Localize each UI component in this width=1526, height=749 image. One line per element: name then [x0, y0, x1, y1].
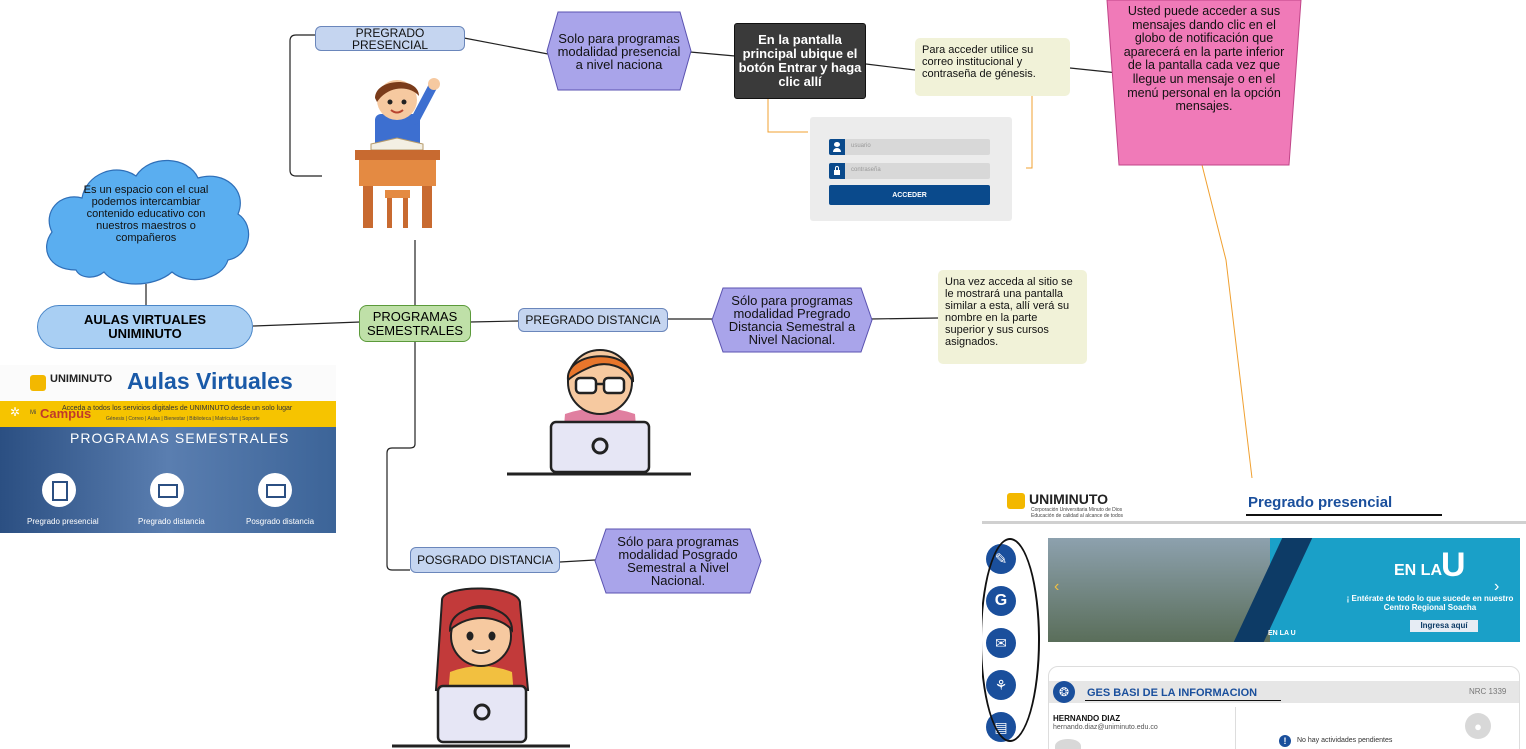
course-title[interactable]: GES BASI DE LA INFORMACION	[1087, 687, 1258, 699]
pink-box-shape	[1106, 0, 1302, 166]
portal-brand-sub2: Educación de calidad al alcance de todos	[1031, 513, 1124, 519]
student-desk-illustration	[355, 78, 440, 228]
login-form: usuario contraseña ACCEDER	[810, 117, 1012, 221]
banner-brand: UNIMINUTO	[50, 373, 113, 385]
main-title: AULAS VIRTUALES UNIMINUTO	[83, 312, 207, 341]
highlight-ellipse	[982, 538, 1040, 742]
pill-pregrado-presencial: PREGRADO PRESENCIAL	[315, 26, 465, 51]
cloud-text: Es un espacio con el cual podemos interc…	[83, 184, 209, 244]
note-distance-screen: Una vez acceda al sitio se le mostrará u…	[938, 270, 1087, 364]
slide-text: ¡ Entérate de todo lo que sucede en nues…	[1346, 594, 1514, 612]
portal-title-underline	[1246, 514, 1442, 516]
acceder-button[interactable]: ACCEDER	[829, 185, 990, 205]
slide-button[interactable]: Ingresa aquí	[1410, 620, 1478, 632]
slide-footer: EN LA U	[1268, 630, 1296, 637]
password-field[interactable]: contraseña	[829, 163, 990, 179]
campus-label: Campus	[40, 406, 92, 421]
hex-distancia-shape	[711, 287, 873, 353]
alert-icon: !	[1279, 735, 1291, 747]
portal-screenshot: UNIMINUTO Corporación Universitaria Minu…	[982, 488, 1526, 749]
course-nrc: NRC 1339	[1469, 687, 1507, 696]
course-title-underline	[1085, 700, 1281, 701]
banner-item-posgrado[interactable]: Posgrado distancia	[246, 517, 315, 526]
hex-presencial-shape	[546, 11, 692, 91]
banner-tagline: Acceda a todos los servicios digitales d…	[62, 405, 293, 412]
hex-posgrado: Sólo para programas modalidad Posgrado S…	[617, 534, 739, 588]
slide-prev-icon[interactable]: ‹	[1054, 578, 1060, 595]
course-icon: ❂	[1053, 681, 1075, 703]
pink-messages-note: Usted puede acceder a sus mensajes dando…	[1123, 4, 1285, 114]
portal-title: Pregrado presencial	[1248, 494, 1393, 511]
slide-brand-letter: U	[1441, 546, 1466, 584]
teacher-email: hernando.diaz@uniminuto.edu.co	[1053, 724, 1158, 731]
user-avatar-icon[interactable]: ●	[1465, 713, 1491, 739]
dark-instruction-box: En la pantalla principal ubique el botón…	[734, 23, 866, 99]
banner-item-distancia[interactable]: Pregrado distancia	[138, 517, 205, 526]
banner-heading: PROGRAMAS SEMESTRALES	[70, 430, 290, 446]
slide-brand: EN LA	[1394, 562, 1442, 579]
pill-pregrado-distancia: PREGRADO DISTANCIA	[518, 308, 668, 332]
password-placeholder: contraseña	[851, 167, 881, 173]
pill-posgrado-distancia: POSGRADO DISTANCIA	[410, 547, 560, 573]
username-field[interactable]: usuario	[829, 139, 990, 155]
campus-icon: ✲	[10, 405, 21, 419]
boy-laptop-illustration	[507, 349, 691, 476]
portal-divider	[982, 521, 1526, 524]
banner-header: UNIMINUTO Aulas Virtuales	[0, 365, 336, 401]
course-header	[1049, 681, 1519, 703]
portal-slider[interactable]: EN LA U ¡ Entérate de todo lo que sucede…	[1048, 538, 1520, 642]
campus-prefix: Mi	[30, 410, 37, 416]
no-activities-text: No hay actividades pendientes	[1297, 737, 1393, 744]
hex-distancia: Sólo para programas modalidad Pregrado D…	[728, 293, 856, 347]
hex-presencial: Solo para programas modalidad presencial…	[557, 30, 681, 72]
note-credentials: Para acceder utilice su correo instituci…	[915, 38, 1070, 96]
banner-programs-area: PROGRAMAS SEMESTRALES Pregrado presencia…	[0, 427, 336, 533]
portal-brand-sub: Corporación Universitaria Minuto de Dios	[1031, 507, 1123, 513]
lock-icon	[829, 163, 845, 179]
cloud-shape	[46, 159, 250, 285]
pregrado-distancia-icon[interactable]	[150, 473, 184, 507]
banner-title: Aulas Virtuales	[127, 368, 293, 394]
uniminuto-logo-icon	[30, 375, 46, 391]
user-icon	[829, 139, 845, 155]
girl-laptop-illustration	[392, 587, 570, 748]
course-card: ❂ GES BASI DE LA INFORMACION NRC 1339 HE…	[1048, 666, 1520, 749]
username-placeholder: usuario	[851, 143, 871, 149]
course-divider	[1235, 707, 1236, 749]
aulas-banner: UNIMINUTO Aulas Virtuales ✲ Mi Campus Ac…	[0, 365, 336, 533]
slide-next-icon[interactable]: ›	[1494, 578, 1500, 595]
teacher-avatar	[1055, 739, 1081, 749]
posgrado-distancia-icon[interactable]	[258, 473, 292, 507]
banner-campus-strip: ✲ Mi Campus Acceda a todos los servicios…	[0, 401, 336, 427]
pregrado-presencial-icon[interactable]	[42, 473, 76, 507]
banner-item-presencial[interactable]: Pregrado presencial	[27, 517, 99, 526]
banner-sublinks: Génesis | Correo | Aulas | Bienestar | B…	[106, 416, 260, 422]
main-title-pill: AULAS VIRTUALES UNIMINUTO	[37, 305, 253, 349]
hex-posgrado-shape	[594, 528, 762, 594]
teacher-name: HERNANDO DIAZ	[1053, 714, 1121, 723]
portal-logo-icon	[1007, 493, 1025, 509]
center-pill: PROGRAMAS SEMESTRALES	[359, 305, 471, 342]
portal-brand: UNIMINUTO	[1029, 491, 1109, 507]
center-label: PROGRAMAS SEMESTRALES	[366, 308, 464, 338]
slide-photo	[1048, 538, 1270, 642]
